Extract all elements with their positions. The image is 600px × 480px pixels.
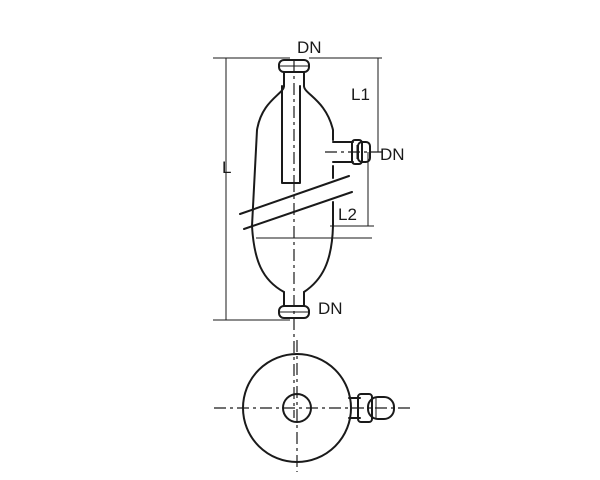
label-L1: L1 xyxy=(351,85,370,104)
label-dn-bottom: DN xyxy=(318,299,343,318)
front-view: DN DN DN L L1 L2 xyxy=(213,38,405,418)
break-lines xyxy=(239,175,353,230)
dimension-L xyxy=(213,57,290,321)
top-view xyxy=(214,340,410,472)
label-dn-top: DN xyxy=(297,38,322,57)
inner-tube xyxy=(281,60,301,184)
label-L: L xyxy=(222,158,231,177)
dimension-L2 xyxy=(330,152,374,227)
label-dn-side: DN xyxy=(380,145,405,164)
side-nozzle xyxy=(325,139,385,165)
label-L2: L2 xyxy=(338,205,357,224)
vessel-body xyxy=(251,85,334,293)
dimension-L1 xyxy=(309,57,382,152)
